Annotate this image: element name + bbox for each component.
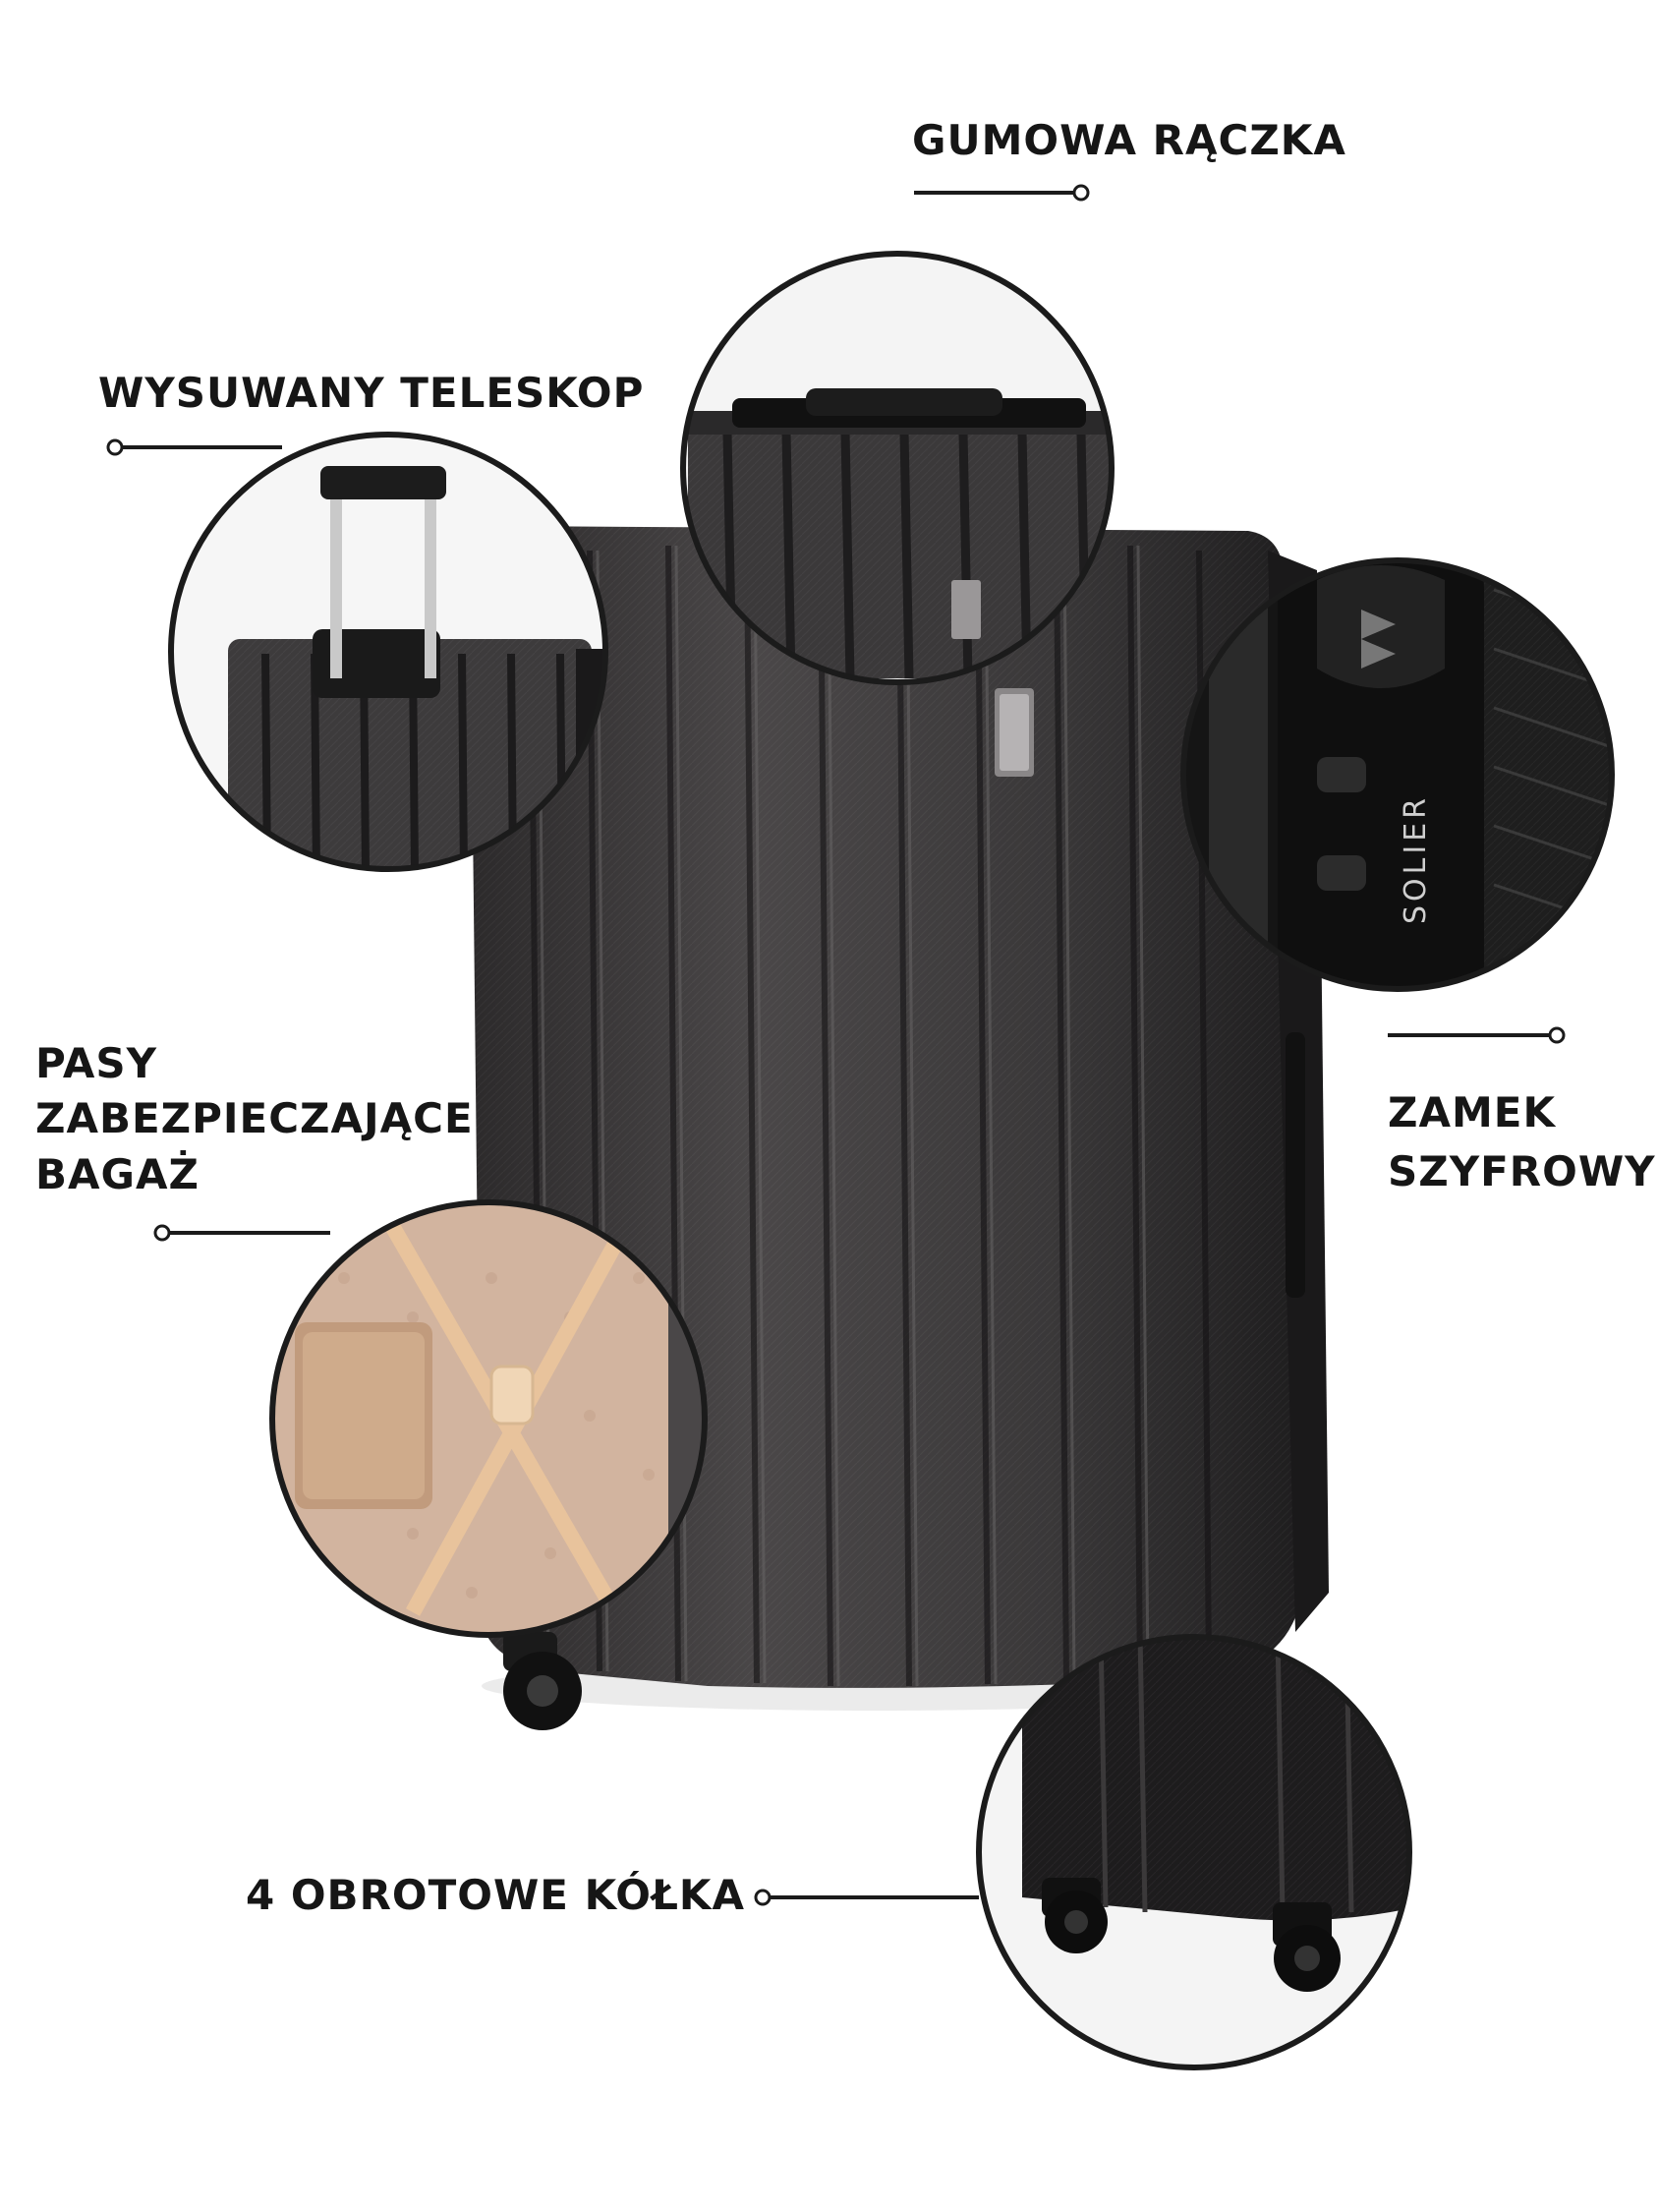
label-lock-line2: SZYFROWY [1388, 1147, 1656, 1196]
leader-wheels [754, 1889, 979, 1906]
leader-straps [153, 1224, 330, 1242]
label-telescope: WYSUWANY TELESKOP [98, 369, 645, 417]
label-wheels: 4 OBROTOWE KÓŁKA [246, 1871, 745, 1919]
lock-brand-logo: SOLIER [1399, 794, 1433, 924]
label-straps: PASY ZABEZPIECZAJĄCE BAGAŻ [35, 1039, 474, 1199]
label-straps-line2: ZABEZPIECZAJĄCE [35, 1094, 474, 1143]
label-lock: ZAMEK SZYFROWY [1388, 1088, 1656, 1197]
leader-telescope [106, 438, 282, 456]
detail-telescope [168, 432, 608, 872]
label-lock-line1: ZAMEK [1388, 1088, 1556, 1136]
leader-lock [1388, 1026, 1566, 1044]
detail-lock: SOLIER [1180, 557, 1615, 992]
label-handle: GUMOWA RĄCZKA [912, 116, 1346, 164]
wheel-front-left [503, 1632, 582, 1730]
label-straps-line3: BAGAŻ [35, 1149, 200, 1198]
detail-wheels [976, 1634, 1412, 2070]
leader-handle [914, 184, 1090, 202]
label-straps-line1: PASY [35, 1039, 158, 1087]
